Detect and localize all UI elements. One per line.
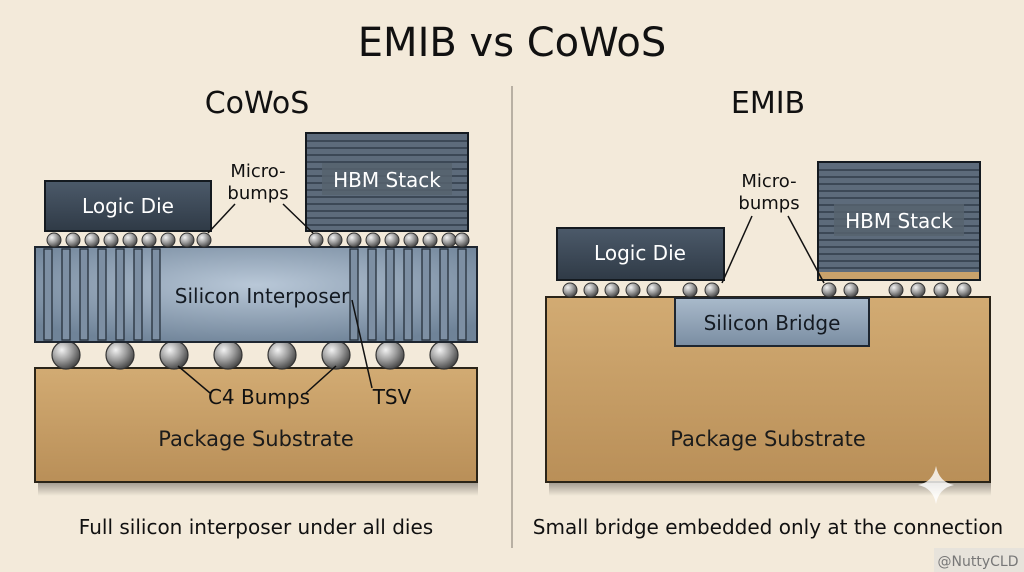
microbump — [308, 232, 324, 248]
c4-bump — [159, 340, 189, 370]
tsv — [349, 248, 359, 341]
cowos-microbumps-label-line1: Micro- — [230, 161, 285, 182]
emib-microbumps-label-line2: bumps — [738, 193, 799, 214]
cowos-logic-die-label: Logic Die — [82, 194, 174, 218]
cowos-microbumps-leader — [207, 203, 236, 234]
c4-bump — [375, 340, 405, 370]
microbump — [454, 232, 470, 248]
emib-hbm-label: HBM Stack — [845, 209, 953, 233]
tsv — [79, 248, 89, 341]
tsv — [385, 248, 395, 341]
c4-bump — [429, 340, 459, 370]
cowos-caption: Full silicon interposer under all dies — [79, 515, 433, 539]
emib-hbm-label-bg — [834, 204, 964, 236]
cowos-tsv-label: TSV — [372, 385, 412, 409]
watermark-bg — [934, 548, 1024, 572]
emib-bridge-label: Silicon Bridge — [704, 311, 841, 335]
cowos-logic-die — [44, 180, 212, 232]
sparkle-icon — [918, 466, 954, 504]
emib-microbumps-label-line1: Micro- — [741, 171, 796, 192]
cowos-hbm-label: HBM Stack — [333, 168, 441, 192]
c4-bump — [213, 340, 243, 370]
microbump — [327, 232, 343, 248]
emib-hbm-base — [819, 272, 979, 279]
tsv — [421, 248, 431, 341]
emib-logic-die — [556, 227, 725, 281]
microbump — [160, 232, 176, 248]
microbump — [196, 232, 212, 248]
microbump — [122, 232, 138, 248]
microbump — [103, 232, 119, 248]
cowos-hbm-label-bg — [322, 163, 452, 195]
tsv — [457, 248, 467, 341]
cowos-tsv-leader — [351, 299, 373, 389]
c4-bump — [321, 340, 351, 370]
emib-substrate-label: Package Substrate — [670, 427, 866, 451]
cowos-panel: CoWoS Package Substrate — [34, 86, 478, 539]
tsv — [439, 248, 449, 341]
cowos-c4-bumps — [51, 340, 459, 370]
emib-microbumps — [562, 282, 972, 298]
microbump — [562, 282, 578, 298]
tsv — [151, 248, 161, 341]
cowos-c4-leader — [177, 365, 211, 394]
cowos-tsv-array — [43, 248, 467, 341]
tsv — [43, 248, 53, 341]
microbump — [46, 232, 62, 248]
emib-caption: Small bridge embedded only at the connec… — [533, 515, 1003, 539]
microbump — [403, 232, 419, 248]
microbump — [346, 232, 362, 248]
cowos-microbumps — [46, 232, 470, 248]
cowos-microbumps-leader — [282, 203, 314, 234]
microbump — [933, 282, 949, 298]
microbump — [843, 282, 859, 298]
microbump — [604, 282, 620, 298]
microbump — [422, 232, 438, 248]
microbump — [704, 282, 720, 298]
microbump — [821, 282, 837, 298]
microbump — [365, 232, 381, 248]
emib-silicon-bridge — [674, 297, 870, 347]
cowos-c4-label: C4 Bumps — [208, 385, 310, 409]
microbump — [888, 282, 904, 298]
cowos-heading: CoWoS — [205, 86, 310, 121]
microbump — [625, 282, 641, 298]
cowos-silicon-interposer — [34, 246, 478, 343]
microbump — [646, 282, 662, 298]
emib-microbumps-leader — [787, 215, 825, 284]
cowos-interposer-label: Silicon Interposer — [175, 284, 350, 308]
tsv — [97, 248, 107, 341]
microbump — [956, 282, 972, 298]
cowos-microbumps-label-line2: bumps — [227, 183, 288, 204]
tsv — [133, 248, 143, 341]
microbump — [65, 232, 81, 248]
tsv — [61, 248, 71, 341]
emib-logic-die-label: Logic Die — [594, 241, 686, 265]
emib-microbumps-leader — [721, 215, 753, 284]
emib-panel: EMIB Package Substrate Silicon Bridge Lo… — [533, 86, 1003, 539]
tsv — [403, 248, 413, 341]
microbump — [682, 282, 698, 298]
microbump — [141, 232, 157, 248]
microbump — [179, 232, 195, 248]
c4-bump — [267, 340, 297, 370]
tsv — [367, 248, 377, 341]
microbump — [384, 232, 400, 248]
microbump — [441, 232, 457, 248]
microbump — [84, 232, 100, 248]
emib-heading: EMIB — [731, 86, 805, 121]
c4-bump — [105, 340, 135, 370]
microbump — [910, 282, 926, 298]
tsv — [115, 248, 125, 341]
emib-substrate-shadow — [549, 482, 991, 496]
c4-bump — [51, 340, 81, 370]
cowos-package-substrate — [34, 367, 478, 483]
watermark: @NuttyCLD — [938, 554, 1019, 570]
cowos-c4-leader — [305, 365, 337, 394]
cowos-substrate-label: Package Substrate — [158, 427, 354, 451]
cowos-substrate-shadow — [38, 482, 478, 496]
page-title: EMIB vs CoWoS — [358, 20, 666, 66]
microbump — [583, 282, 599, 298]
